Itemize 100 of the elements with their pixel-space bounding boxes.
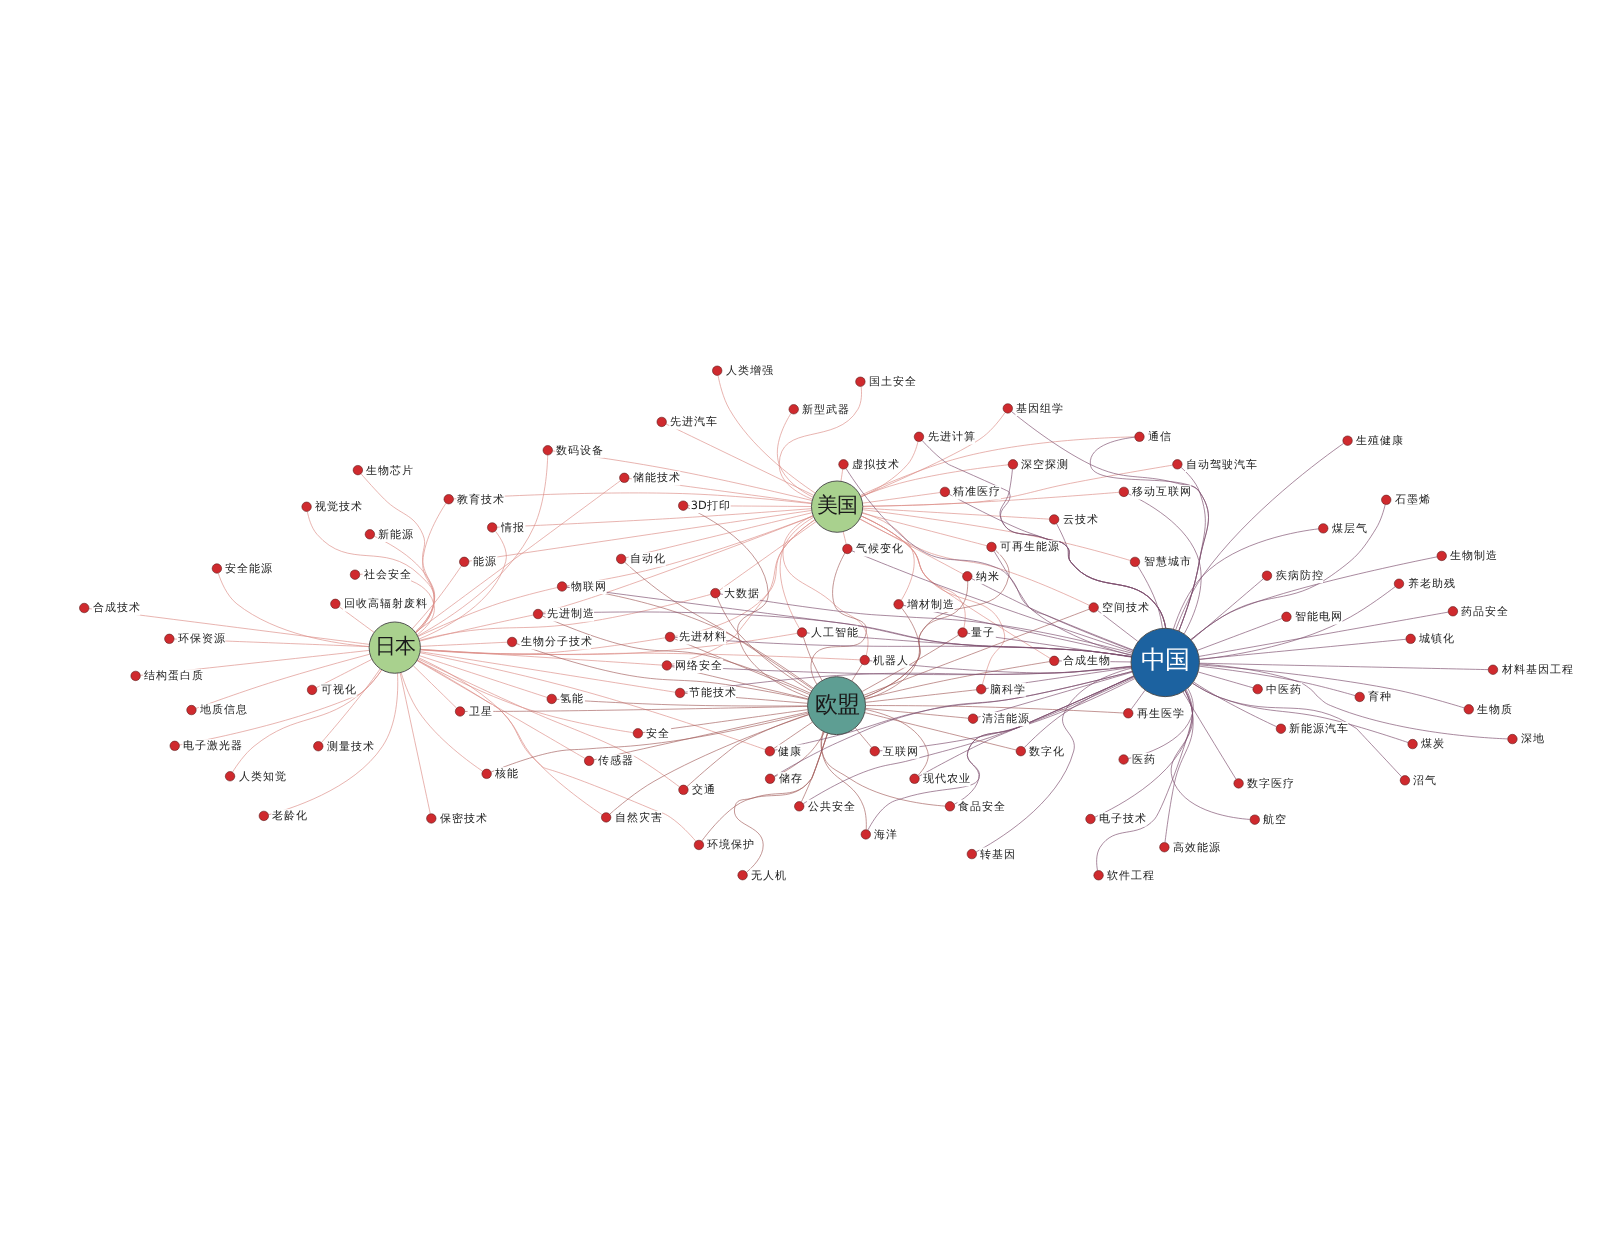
connector: [195, 653, 371, 709]
connector: [419, 614, 534, 642]
connector: [1011, 411, 1209, 632]
connector: [845, 468, 1134, 651]
connector: [921, 440, 1167, 629]
connector: [671, 665, 1132, 675]
node-circle: [1354, 691, 1365, 702]
connector: [862, 492, 941, 504]
connector: [1199, 662, 1489, 670]
node-circle: [1093, 870, 1104, 881]
connector: [820, 730, 946, 807]
node-circle: [211, 563, 222, 574]
connector: [862, 491, 1120, 507]
connector: [1094, 689, 1193, 818]
connector: [374, 535, 435, 634]
node-circle: [426, 813, 437, 824]
connector: [316, 659, 373, 689]
connector: [861, 634, 959, 692]
connector: [665, 423, 815, 496]
connector: [1128, 687, 1194, 759]
connector: [977, 671, 1133, 718]
connector: [865, 689, 977, 703]
connector: [416, 659, 696, 842]
node-circle: [313, 741, 324, 752]
connector: [862, 507, 1050, 520]
node-circle: [1134, 431, 1145, 442]
connector: [1190, 504, 1386, 640]
connector: [701, 733, 828, 842]
connector: [778, 386, 862, 500]
node-circle: 美国: [811, 480, 864, 533]
connector: [861, 512, 988, 547]
connector: [1128, 493, 1202, 635]
node-circle: [1049, 514, 1060, 525]
connector: [1090, 436, 1209, 632]
connector: [1197, 671, 1254, 689]
connector: [464, 706, 808, 712]
connector: [867, 676, 1135, 831]
node-circle: [1123, 708, 1134, 719]
connector: [232, 669, 382, 773]
node-circle: [225, 771, 236, 782]
node-circle: [1393, 578, 1405, 589]
connector: [1170, 690, 1251, 820]
connector: [1191, 578, 1264, 641]
connector: [859, 518, 964, 575]
connector: [1097, 610, 1139, 642]
node-circle: [693, 839, 704, 850]
node-circle: [1463, 704, 1474, 715]
connector: [1137, 565, 1163, 629]
node-circle: [1405, 633, 1416, 644]
node-circle: [1159, 842, 1170, 853]
connector: [782, 515, 869, 656]
connector: [1023, 675, 1134, 749]
connector: [542, 615, 811, 694]
connector: [1173, 528, 1319, 630]
connector: [415, 480, 621, 633]
connector: [496, 508, 812, 528]
node-circle: [1507, 734, 1518, 745]
connector: [418, 655, 548, 698]
connector: [412, 665, 457, 709]
connector: [865, 705, 1124, 714]
connector: [416, 659, 634, 733]
connector: [865, 708, 969, 719]
connector: [268, 672, 399, 816]
connector: [1193, 681, 1277, 727]
connector: [840, 468, 844, 482]
connector: [854, 727, 872, 748]
node-circle: [712, 365, 723, 376]
connector: [861, 512, 915, 601]
connector: [420, 641, 508, 647]
connector: [801, 732, 829, 803]
node-circle: [1007, 459, 1018, 470]
connector: [1130, 689, 1146, 710]
connector: [966, 632, 1132, 658]
connector: [674, 519, 816, 637]
connector: [860, 515, 966, 629]
connector: [417, 587, 558, 637]
connector: [468, 510, 812, 562]
node-circle: [1399, 775, 1410, 786]
connector: [864, 580, 969, 698]
node-circle: [1318, 523, 1329, 534]
connector: [864, 607, 920, 700]
connector: [542, 515, 814, 613]
connector: [803, 636, 823, 681]
connector: [859, 518, 1090, 606]
connector: [642, 709, 808, 733]
node-circle: [1487, 664, 1498, 675]
connector: [418, 531, 507, 640]
connector: [609, 714, 810, 815]
connector: [902, 604, 1132, 656]
node-circle: [301, 501, 312, 512]
connector: [865, 709, 929, 776]
node-circle: [1233, 778, 1244, 789]
connector: [773, 721, 813, 749]
connector: [339, 606, 375, 633]
connector: [716, 597, 812, 692]
connector: [217, 572, 370, 647]
connector: [418, 657, 603, 816]
connector: [420, 651, 676, 693]
connector: [949, 494, 1167, 629]
connector: [918, 676, 1135, 777]
